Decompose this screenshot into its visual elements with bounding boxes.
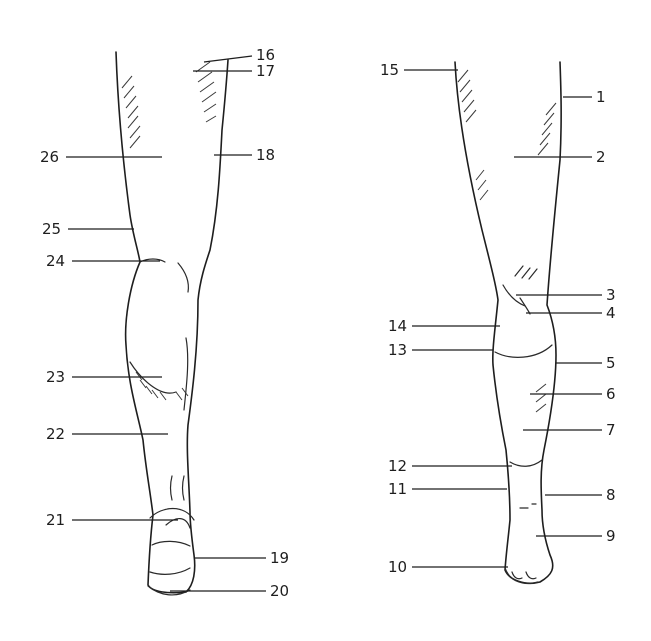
- label-1: 1: [596, 88, 606, 106]
- label-10: 10: [388, 558, 407, 576]
- label-14: 14: [388, 317, 407, 335]
- label-20: 20: [270, 582, 289, 600]
- label-8: 8: [606, 486, 616, 504]
- label-22: 22: [46, 425, 65, 443]
- label-25: 25: [42, 220, 61, 238]
- label-15: 15: [380, 61, 399, 79]
- label-6: 6: [606, 385, 616, 403]
- label-2: 2: [596, 148, 606, 166]
- label-3: 3: [606, 286, 616, 304]
- label-4: 4: [606, 304, 616, 322]
- label-12: 12: [388, 457, 407, 475]
- label-13: 13: [388, 341, 407, 359]
- label-17: 17: [256, 62, 275, 80]
- label-26: 26: [40, 148, 59, 166]
- label-19: 19: [270, 549, 289, 567]
- label-23: 23: [46, 368, 65, 386]
- label-21: 21: [46, 511, 65, 529]
- label-7: 7: [606, 421, 616, 439]
- label-5: 5: [606, 354, 616, 372]
- label-24: 24: [46, 252, 65, 270]
- label-11: 11: [388, 480, 407, 498]
- label-9: 9: [606, 527, 616, 545]
- label-18: 18: [256, 146, 275, 164]
